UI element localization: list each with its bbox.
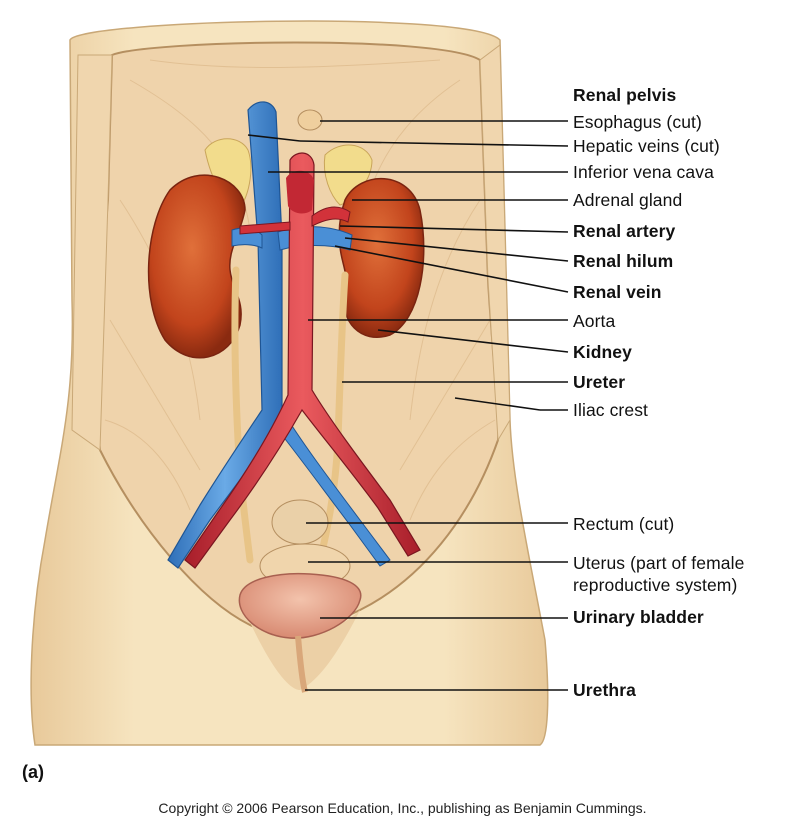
label-urinary-bladder: Urinary bladder bbox=[573, 607, 704, 627]
esophagus bbox=[297, 109, 323, 131]
label-inferior-vena-cava: Inferior vena cava bbox=[573, 162, 714, 182]
label-kidney: Kidney bbox=[573, 342, 632, 362]
left-kidney bbox=[147, 174, 246, 359]
label-ureter: Ureter bbox=[573, 372, 626, 392]
inferior-vena-cava-vessel bbox=[167, 101, 283, 569]
label-uterus: Uterus (part of female reproductive syst… bbox=[573, 553, 745, 595]
urinary-bladder bbox=[238, 572, 362, 639]
label-renal-artery: Renal artery bbox=[573, 221, 676, 241]
aorta-vessel bbox=[184, 152, 421, 569]
right-kidney bbox=[338, 178, 425, 338]
rectum bbox=[271, 499, 329, 545]
celiac-trunk bbox=[286, 170, 314, 214]
label-hepatic-veins: Hepatic veins (cut) bbox=[573, 136, 720, 156]
panel-letter: (a) bbox=[22, 762, 44, 782]
leader-lines bbox=[247, 120, 569, 691]
label-renal-pelvis: Renal pelvis bbox=[573, 85, 677, 105]
muscle-texture bbox=[104, 59, 496, 521]
copyright-notice: Copyright © 2006 Pearson Education, Inc.… bbox=[158, 800, 647, 816]
label-esophagus: Esophagus (cut) bbox=[573, 112, 702, 132]
left-ureter bbox=[231, 266, 254, 564]
label-rectum: Rectum (cut) bbox=[573, 514, 675, 534]
label-renal-vein: Renal vein bbox=[573, 282, 662, 302]
label-adrenal-gland: Adrenal gland bbox=[573, 190, 683, 210]
label-renal-hilum: Renal hilum bbox=[573, 251, 674, 271]
label-aorta: Aorta bbox=[573, 311, 616, 331]
label-iliac-crest: Iliac crest bbox=[573, 400, 649, 420]
iliac-vein-right bbox=[277, 408, 391, 567]
urethra bbox=[295, 635, 308, 693]
left-renal-artery bbox=[239, 221, 291, 235]
left-wall-band bbox=[71, 54, 113, 451]
right-renal-artery bbox=[311, 206, 351, 227]
label-urethra: Urethra bbox=[573, 680, 636, 700]
